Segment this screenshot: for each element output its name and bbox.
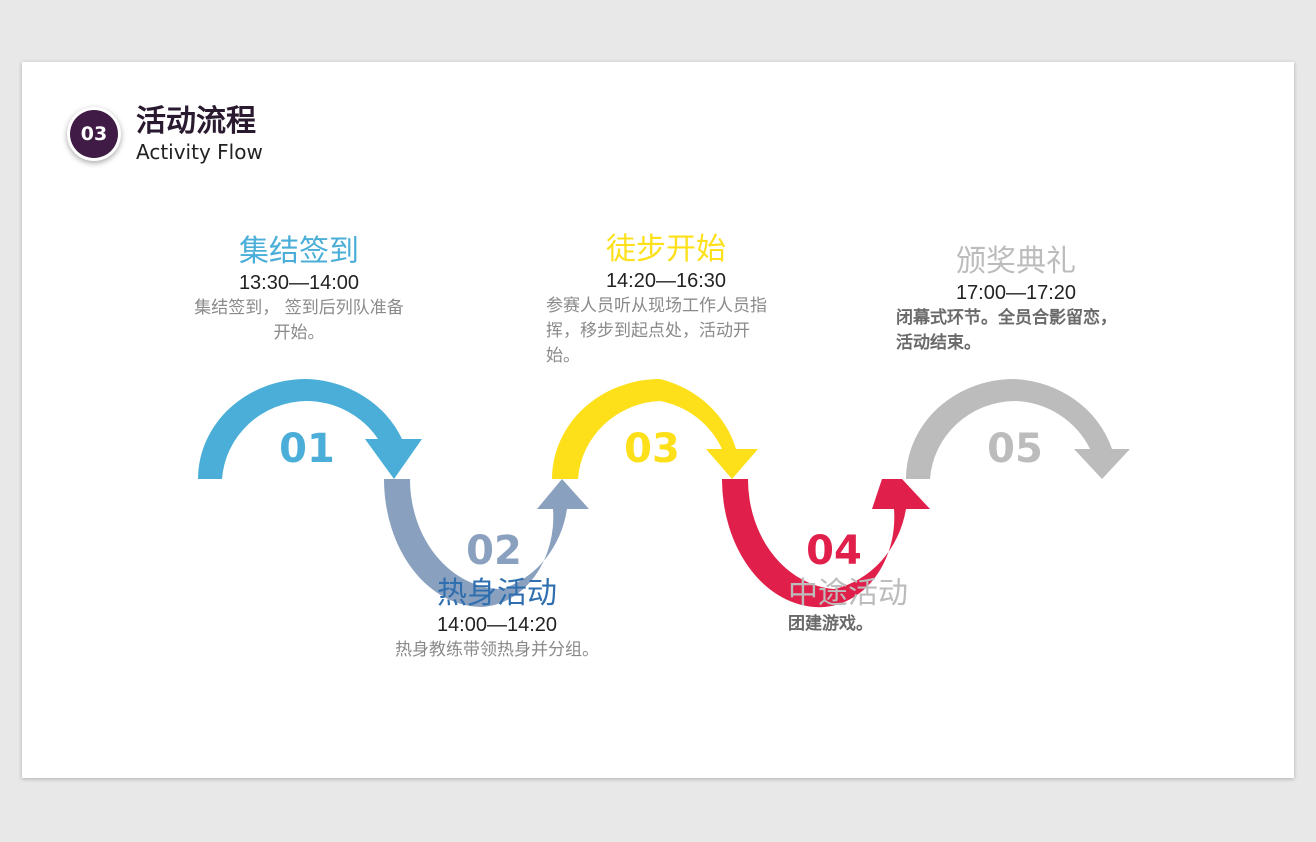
section-badge: 03: [70, 110, 118, 158]
page-subtitle: Activity Flow: [136, 140, 263, 164]
step-02-title: 热身活动: [437, 576, 557, 611]
step-01-title: 集结签到: [239, 234, 359, 269]
step-02-text: 热身活动 14:00—14:20 热身教练带领热身并分组。: [352, 576, 642, 663]
arrow-step-04: [721, 479, 930, 608]
step-number-05: 05: [987, 426, 1043, 472]
step-03-title: 徒步开始: [606, 232, 726, 267]
step-05-desc: 闭幕式环节。全员合影留恋，活动结束。: [896, 308, 1117, 353]
step-05-title: 颁奖典礼: [956, 244, 1076, 279]
step-03-text: 徒步开始 14:20—16:30 参赛人员听从现场工作人员指挥，移步到起点处，活…: [546, 232, 786, 369]
step-01-time: 13:30—14:00: [238, 272, 360, 294]
page-title: 活动流程: [136, 104, 256, 139]
step-04-title: 中途活动: [788, 576, 908, 611]
arrow-step-03: [552, 379, 758, 479]
step-05-text: 颁奖典礼 17:00—17:20 闭幕式环节。全员合影留恋，活动结束。: [896, 244, 1136, 356]
arrow-step-01: [198, 379, 422, 479]
flow-diagram: [198, 379, 1130, 608]
step-number-03: 03: [624, 426, 680, 472]
slide: 03 活动流程 Activity Flow 01 02 03 04 05 集结签…: [22, 62, 1294, 778]
step-04-text: 中途活动 团建游戏。: [788, 576, 988, 637]
arrow-step-02: [384, 479, 589, 607]
step-01-text: 集结签到 13:30—14:00 集结签到， 签到后列队准备开始。: [184, 234, 414, 346]
arrow-step-05: [906, 379, 1130, 479]
step-05-time: 17:00—17:20: [955, 282, 1077, 304]
step-04-desc: 团建游戏。: [788, 614, 873, 634]
step-number-01: 01: [279, 426, 335, 472]
step-number-04: 04: [806, 528, 862, 574]
step-number-02: 02: [466, 528, 522, 574]
step-02-desc: 热身教练带领热身并分组。: [395, 640, 599, 660]
step-02-time: 14:00—14:20: [436, 614, 558, 636]
step-01-desc: 集结签到， 签到后列队准备开始。: [194, 298, 404, 343]
step-03-time: 14:20—16:30: [605, 270, 727, 292]
step-03-desc: 参赛人员听从现场工作人员指挥，移步到起点处，活动开始。: [546, 296, 767, 366]
